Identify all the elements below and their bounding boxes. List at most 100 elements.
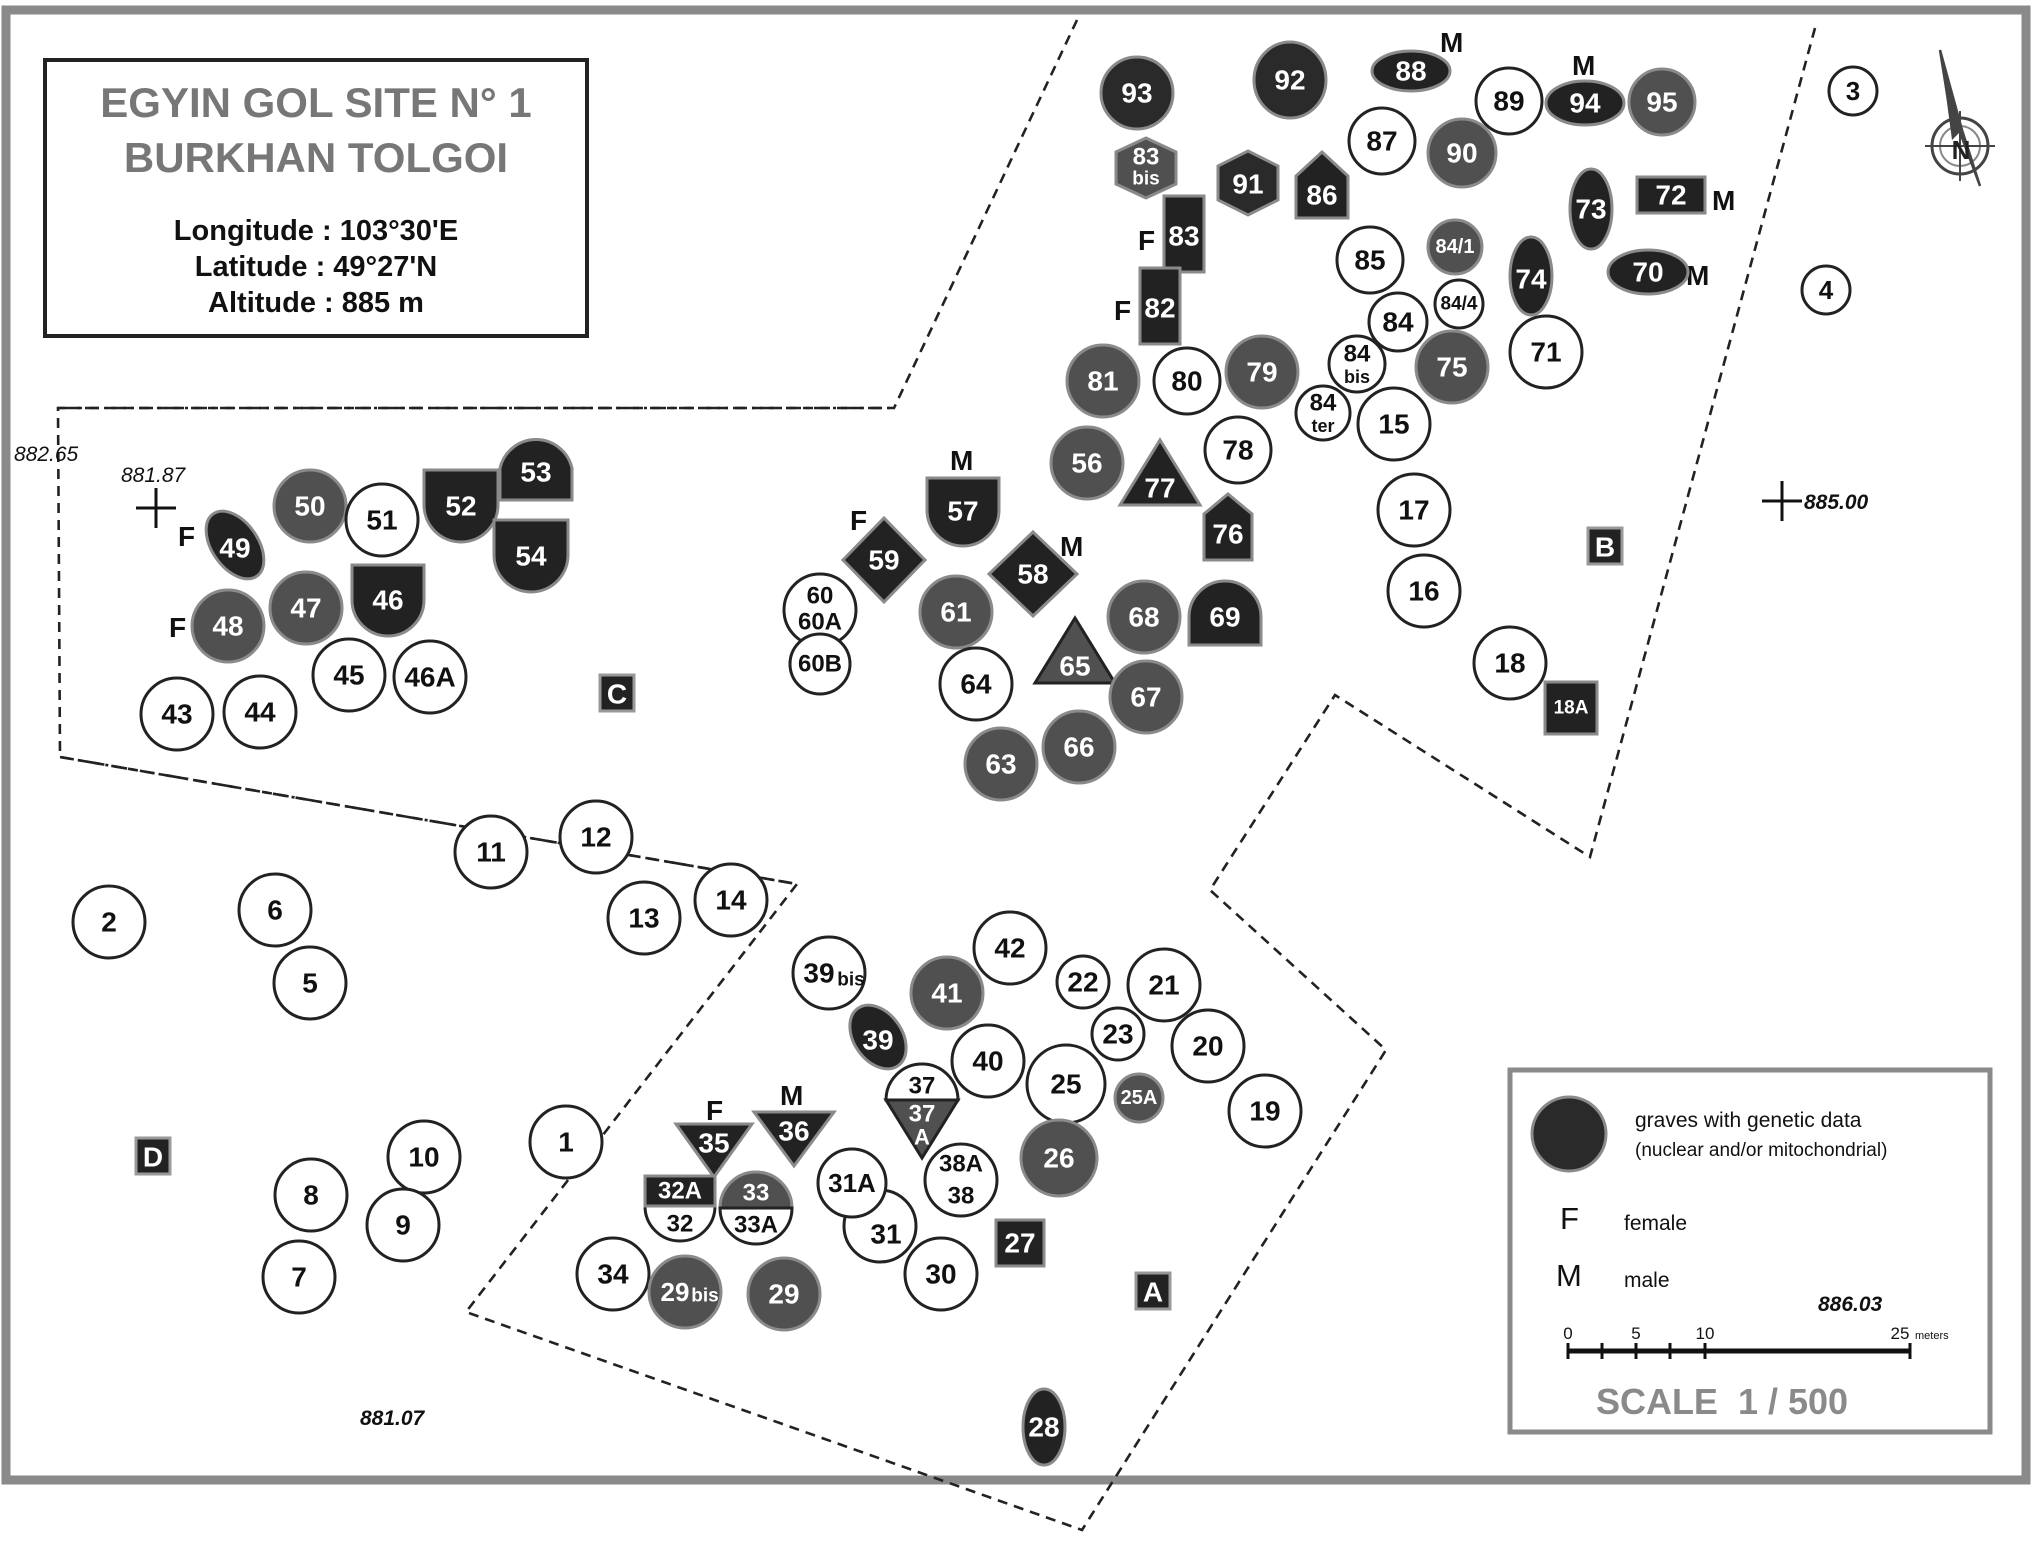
legend-genetic-sublabel: (nuclear and/or mitochondrial) [1635, 1140, 1887, 1161]
grave-marker [1224, 334, 1300, 410]
grave-marker [1227, 1073, 1303, 1149]
grave-marker [1508, 235, 1554, 317]
grave-label: 20 [1192, 1031, 1223, 1062]
grave-label: 57 [947, 496, 978, 527]
grave-marker [643, 1174, 717, 1208]
grave-label: 93 [1121, 78, 1152, 109]
site-title: EGYIN GOL SITE N° 1 [100, 79, 531, 126]
legend-female-symbol: F [1560, 1201, 1579, 1236]
grave-label: 33 [743, 1180, 770, 1207]
sex-male-label: M [1572, 50, 1595, 81]
grave-marker [272, 468, 348, 544]
grave-label: ter [1311, 416, 1334, 436]
title-box: EGYIN GOL SITE N° 1 BURKHAN TOLGOI Longi… [43, 58, 589, 338]
grave-marker [1099, 55, 1175, 131]
grave-label: 18A [1554, 698, 1589, 719]
grave-marker [1606, 248, 1690, 296]
scale-tick-label: 5 [1631, 1324, 1640, 1343]
grave-marker [237, 872, 313, 948]
grave-marker [918, 574, 994, 650]
grave-label: 73 [1575, 194, 1606, 225]
grave-marker [558, 799, 634, 875]
elevation-label: 885.00 [1804, 491, 1869, 514]
grave-label: 29 [768, 1279, 799, 1310]
legend-genetic-label: graves with genetic data [1635, 1109, 1862, 1132]
altitude-text: Altitude : 885 m [208, 287, 424, 319]
grave-marker [1543, 680, 1599, 736]
grave-label: 84 [1382, 307, 1414, 338]
grave-label: 53 [520, 457, 551, 488]
grave-marker [643, 1204, 717, 1243]
grave-marker [903, 1236, 979, 1312]
grave-marker [1187, 579, 1263, 647]
grave-label: 19 [1249, 1096, 1280, 1127]
grave-label: 54 [515, 541, 547, 572]
grave-marker [492, 518, 570, 594]
grave-marker [1347, 106, 1417, 176]
grave-marker [972, 910, 1048, 986]
grave-label: 33A [734, 1212, 778, 1239]
grave-label: 17 [1398, 495, 1429, 526]
elevation-label: 881.87 [121, 464, 187, 487]
grave-marker [751, 1110, 837, 1169]
legend-elevation: 886.03 [1818, 1293, 1883, 1316]
grave-marker [386, 1119, 462, 1195]
grave-label: 39 [862, 1025, 893, 1056]
site-subtitle: BURKHAN TOLGOI [124, 134, 508, 181]
sex-female-label: F [706, 1095, 723, 1126]
grave-label: 87 [1366, 126, 1397, 157]
grave-marker [1414, 329, 1490, 405]
grave-label: bis [837, 970, 864, 991]
grave-label: 83 [1133, 144, 1160, 171]
grave-marker [718, 1206, 794, 1246]
grave-label: 22 [1067, 967, 1098, 998]
grave-label: 32 [667, 1211, 694, 1238]
grave-marker [190, 588, 266, 664]
grave-marker [268, 570, 344, 646]
grave-marker [963, 726, 1039, 802]
grave-label: 70 [1632, 257, 1663, 288]
grave-marker [222, 674, 298, 750]
grave-label: 91 [1232, 169, 1263, 200]
grave-marker [311, 637, 387, 713]
grave-label: 35 [698, 1128, 729, 1159]
grave-marker [1367, 291, 1429, 353]
grave-label: 46 [372, 585, 403, 616]
grave-marker [1356, 386, 1432, 462]
grave-marker [718, 1170, 794, 1210]
grave-marker [422, 468, 500, 544]
grave-marker [923, 1142, 999, 1218]
grave-marker [1426, 117, 1498, 189]
grave-label: 41 [931, 978, 962, 1009]
grave-label: 10 [408, 1142, 439, 1173]
scale-unit-label: meters [1915, 1330, 1949, 1342]
grave-label: 43 [161, 699, 192, 730]
grave-marker [273, 1157, 349, 1233]
zone-boundaries [56, 19, 1817, 1532]
grave-marker [1335, 225, 1405, 295]
grave-marker [1635, 175, 1707, 215]
grave-marker [1170, 1008, 1246, 1084]
grave-label: 26 [1043, 1143, 1074, 1174]
sex-male-label: M [780, 1080, 803, 1111]
grave-label: 69 [1209, 602, 1240, 633]
grave-marker [986, 529, 1080, 619]
grave-marker [1117, 437, 1203, 507]
grave-marker [1294, 384, 1352, 442]
grave-label: 56 [1071, 448, 1102, 479]
legend-genetic-symbol [1530, 1095, 1608, 1173]
grave-label: 46A [404, 662, 455, 693]
grave-label: 45 [333, 660, 364, 691]
grave-marker [365, 1187, 441, 1263]
grave-label: 6 [267, 895, 283, 926]
zone-c-label: C [607, 679, 627, 710]
grave-marker [139, 676, 215, 752]
grave-marker [1426, 218, 1484, 276]
grave-marker [1126, 947, 1202, 1023]
grave-label: 3 [1846, 76, 1860, 106]
grave-marker [1216, 149, 1280, 217]
grave-label: 1 [558, 1127, 574, 1158]
grave-label: 18 [1494, 648, 1525, 679]
grave-marker [498, 438, 574, 502]
